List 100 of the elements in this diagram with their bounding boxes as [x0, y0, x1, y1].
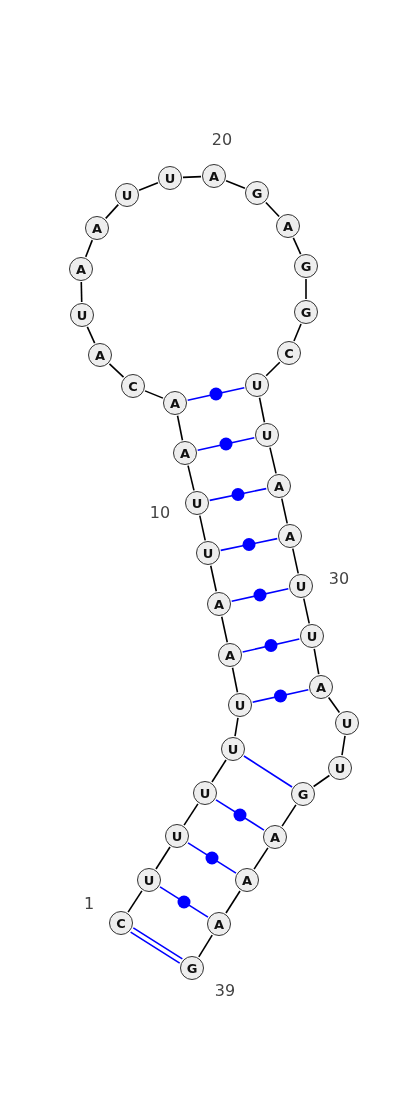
base-letter: A	[179, 446, 191, 460]
base-letter: A	[241, 873, 253, 887]
backbone-line	[269, 446, 277, 475]
base-letter: G	[300, 259, 312, 273]
nucleotide-circle	[263, 825, 287, 849]
backbone-line	[198, 934, 213, 958]
backbone-line	[292, 547, 299, 575]
base-letter: A	[269, 830, 281, 844]
base-letter: U	[251, 378, 263, 392]
position-number: 30	[328, 568, 350, 588]
backbone-line	[253, 847, 269, 870]
backbone-line	[292, 237, 302, 255]
backbone-line	[220, 615, 229, 644]
base-letter: U	[191, 496, 203, 510]
base-letter: G	[251, 186, 263, 200]
base-letter: A	[273, 479, 285, 493]
base-letter: U	[202, 546, 214, 560]
base-letter: A	[94, 348, 106, 362]
base-letter: C	[284, 346, 294, 360]
base-pair-line	[215, 799, 265, 831]
nucleotide-circle	[163, 391, 187, 415]
nucleotide-circle	[196, 541, 220, 565]
backbone-line	[182, 175, 202, 179]
base-letter: U	[295, 579, 307, 593]
nucleotide-circle	[173, 441, 197, 465]
base-letter: A	[315, 680, 327, 694]
base-pair-line	[243, 755, 293, 788]
nucleotide-circle	[158, 166, 182, 190]
base-letter: A	[75, 262, 87, 276]
base-pair-line	[187, 842, 237, 874]
nucleotide-circle	[207, 912, 231, 936]
backbone-line	[341, 735, 346, 756]
base-letter: U	[121, 188, 133, 202]
base-letter: G	[186, 961, 198, 975]
base-pair-line	[241, 638, 301, 653]
backbone-line	[211, 759, 227, 783]
nucleotide-circle	[193, 781, 217, 805]
backbone-line	[305, 278, 307, 300]
base-letter: U	[261, 428, 273, 442]
nucleotide-circle	[218, 643, 242, 667]
backbone-line	[127, 890, 143, 913]
nucleotide-circle	[277, 341, 301, 365]
backbone-line	[313, 648, 320, 675]
nucleotide-circle	[294, 254, 318, 278]
base-letter: U	[306, 629, 318, 643]
backbone-line	[84, 239, 94, 258]
nucleotide-circle	[70, 303, 94, 327]
nucleotide-circle	[228, 693, 252, 717]
nucleotide-circle	[245, 373, 269, 397]
base-pair-line	[129, 927, 184, 964]
nucleotide-circle	[276, 214, 300, 238]
nucleotide-circle	[328, 756, 352, 780]
position-number: 1	[83, 893, 95, 913]
base-pair-line	[196, 437, 256, 451]
backbone-line	[225, 180, 246, 189]
backbone-line	[104, 203, 120, 220]
nucleotide-circle	[88, 343, 112, 367]
base-letter: A	[169, 396, 181, 410]
backbone-line	[265, 201, 280, 218]
base-letter: A	[284, 529, 296, 543]
nucleotide-circle	[294, 300, 318, 324]
nucleotide-circle	[109, 911, 133, 935]
position-number: 10	[149, 502, 171, 522]
nucleotide-circle	[115, 183, 139, 207]
backbone-line	[225, 890, 241, 914]
nucleotide-circle	[185, 491, 209, 515]
base-letter: U	[341, 716, 353, 730]
base-letter: C	[116, 916, 126, 930]
backbone-line	[231, 666, 239, 694]
backbone-line	[281, 804, 297, 827]
base-letter: A	[224, 648, 236, 662]
base-letter: U	[227, 742, 239, 756]
base-letter: A	[91, 221, 103, 235]
backbone-line	[265, 361, 281, 377]
backbone-line	[209, 564, 218, 593]
backbone-line	[234, 717, 239, 737]
base-letter: U	[334, 761, 346, 775]
nucleotide-circle	[137, 868, 161, 892]
nucleotide-circle	[165, 824, 189, 848]
backbone-line	[80, 281, 83, 303]
position-number: 20	[211, 129, 233, 149]
nucleotide-circle	[207, 592, 231, 616]
backbone-line	[144, 390, 164, 399]
base-letter: U	[143, 873, 155, 887]
base-pair-line	[159, 886, 209, 918]
backbone-line	[86, 326, 96, 344]
backbone-line	[293, 323, 302, 342]
nucleotide-circle	[335, 711, 359, 735]
base-letter: G	[297, 787, 309, 801]
backbone-line	[138, 182, 159, 191]
base-letter: U	[234, 698, 246, 712]
nucleotide-circle	[267, 474, 291, 498]
base-letter: A	[213, 597, 225, 611]
nucleotide-circle	[202, 164, 226, 188]
backbone-line	[327, 696, 341, 714]
nucleotide-circle	[180, 956, 204, 980]
backbone-line	[281, 497, 288, 525]
base-letter: A	[208, 169, 220, 183]
backbone-line	[155, 846, 171, 870]
nucleotide-circle	[85, 216, 109, 240]
